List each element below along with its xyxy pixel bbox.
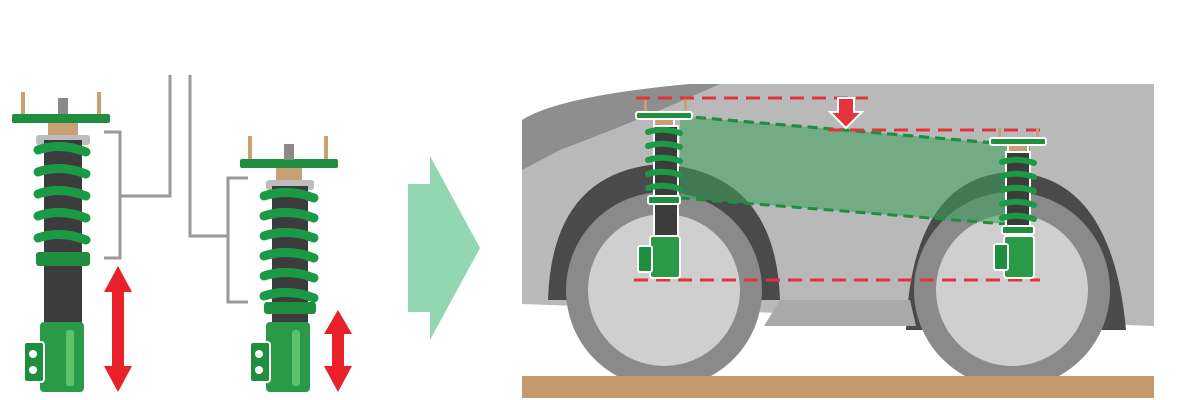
lower-bracket — [23, 341, 45, 383]
rear-coilover — [989, 128, 1047, 279]
mount-bolt — [248, 136, 252, 160]
lower-seat — [36, 252, 90, 266]
height-plane — [680, 116, 1030, 226]
top-nut — [284, 144, 294, 160]
lower-body — [266, 322, 310, 392]
mount-plate — [240, 159, 338, 168]
mount-bolt — [21, 92, 25, 116]
ground — [522, 376, 1154, 398]
mount-bolt — [97, 92, 101, 116]
right-chevron-arrow-icon — [408, 156, 480, 340]
top-cap — [48, 123, 78, 135]
top-nut — [58, 98, 68, 114]
short-coilover — [240, 136, 338, 392]
spring-coils — [33, 142, 91, 245]
mount-plate — [12, 114, 110, 123]
guide-lines — [634, 96, 1046, 282]
top-cap — [276, 168, 302, 180]
tall-coilover — [12, 92, 110, 392]
double-headed-vertical-arrow-icon — [324, 310, 352, 392]
lower-bracket — [249, 341, 271, 383]
lower-body — [40, 322, 84, 392]
down-arrow-icon — [827, 97, 865, 130]
double-headed-vertical-arrow-icon — [104, 266, 132, 392]
front-coilover — [635, 100, 693, 279]
front-wheel — [588, 214, 740, 366]
rear-wheel — [936, 214, 1088, 366]
lower-seat — [264, 302, 316, 314]
spring-coils — [259, 188, 319, 303]
mount-bolt — [324, 136, 328, 160]
bracket-connector — [104, 75, 248, 304]
